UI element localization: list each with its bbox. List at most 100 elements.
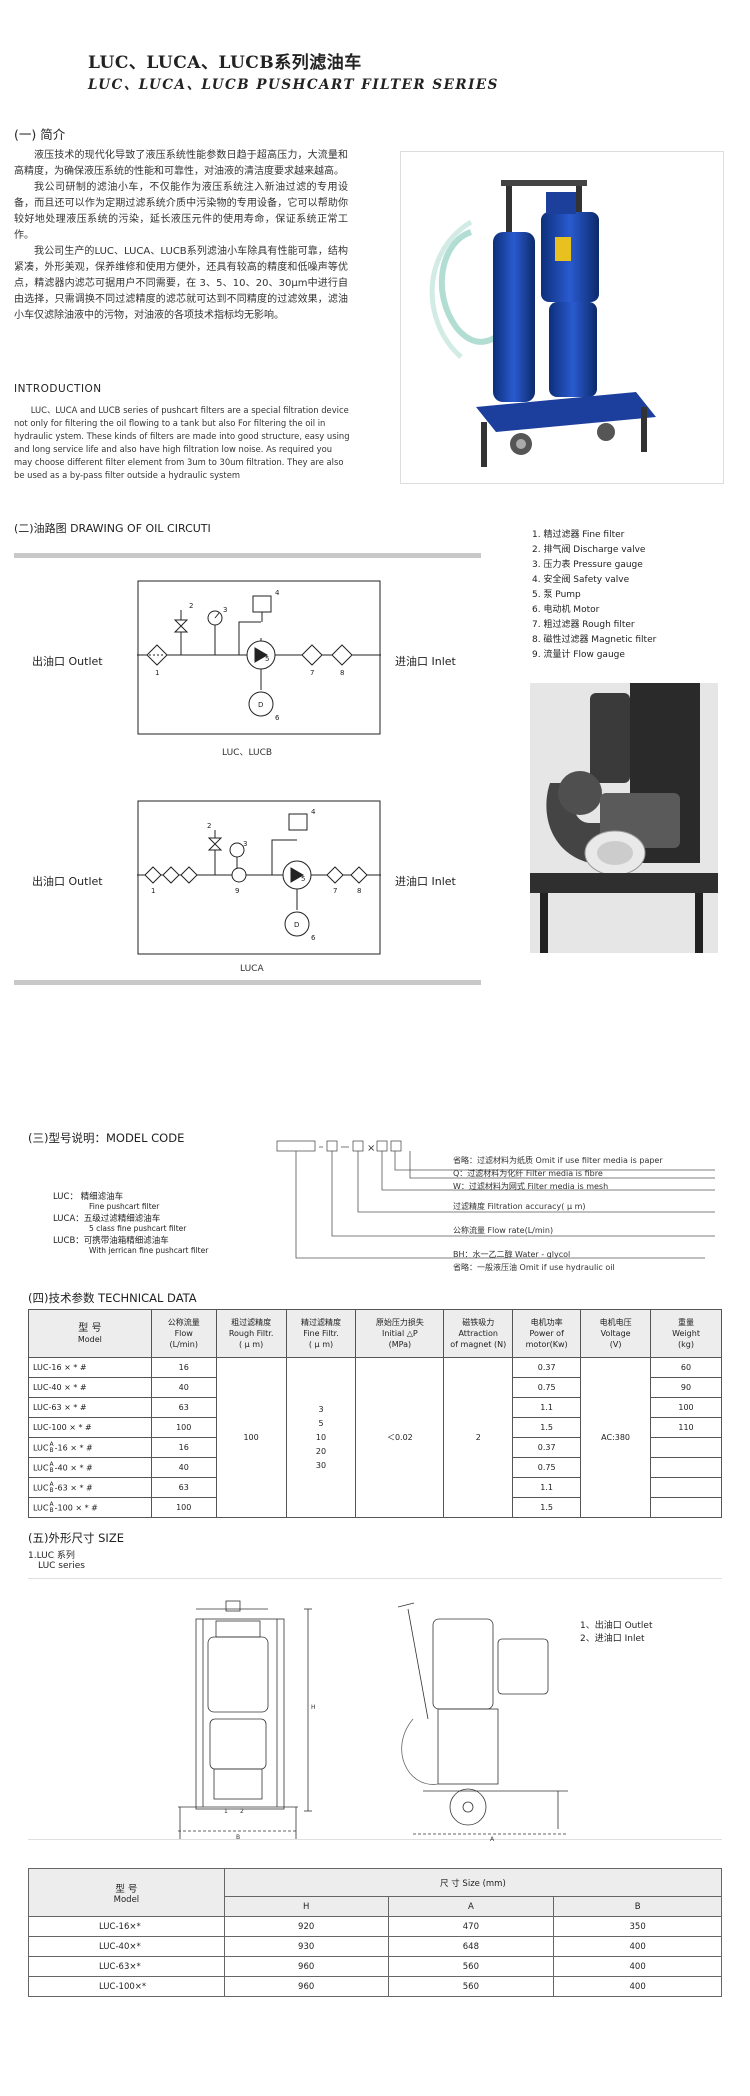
svg-text:5: 5	[301, 875, 305, 883]
divider-bar	[14, 553, 481, 558]
intro-en-text: LUC、LUCA and LUCB series of pushcart fil…	[14, 405, 350, 480]
svg-text:1: 1	[155, 669, 159, 677]
size-legend: 1、出油口 Outlet 2、进油口 Inlet	[580, 1620, 652, 1646]
size-legend-outlet: 1、出油口 Outlet	[580, 1621, 653, 1631]
power-cell: 0.37	[512, 1437, 582, 1458]
code-lucb-cn: LUCB：可携带油箱精细滤油车	[53, 1236, 169, 1246]
size-h-cell: 960	[223, 1956, 389, 1977]
legend-item: 5. 泵 Pump	[532, 590, 581, 600]
svg-text:4: 4	[275, 589, 280, 597]
tech-heading: (四)技术参数 TECHNICAL DATA	[28, 1291, 197, 1305]
size-sub1: 1.LUC 系列	[28, 1551, 75, 1561]
svg-text:D: D	[258, 701, 263, 709]
flow-cell: 40	[150, 1377, 217, 1398]
svg-text:2: 2	[240, 1808, 244, 1815]
size-b-cell: 350	[553, 1916, 722, 1937]
size-a-cell: 470	[387, 1916, 555, 1937]
size-b-cell: 400	[553, 1976, 722, 1997]
svg-text:6: 6	[311, 934, 316, 942]
model-code-diagram: ×	[276, 1140, 715, 1259]
svg-text:6: 6	[275, 714, 280, 722]
model-code-heading: (三)型号说明：MODEL CODE	[28, 1131, 185, 1145]
model-cell: LUC-63 × * #	[28, 1397, 152, 1418]
code-media-mesh: W：过滤材料为网式 Filter media is mesh	[453, 1182, 609, 1191]
code-accuracy: 过滤精度 Filtration accuracy( μ m)	[453, 1202, 586, 1211]
code-hydraulic-oil: 省略：一般液压油 Omit if use hydraulic oil	[453, 1263, 615, 1272]
svg-text:B: B	[236, 1834, 240, 1841]
svg-text:H: H	[311, 1704, 316, 1711]
weight-cell	[650, 1477, 722, 1498]
page-subtitle: LUC、LUCA、LUCB PUSHCART FILTER SERIES	[88, 77, 499, 93]
power-cell: 1.1	[512, 1397, 582, 1418]
pushcart-filter-image	[429, 180, 656, 467]
weight-cell: 110	[650, 1417, 722, 1438]
voltage-cell: AC:380	[580, 1357, 652, 1518]
weight-cell	[650, 1457, 722, 1478]
circuit-legend: 1. 精过滤器 Fine filter 2. 排气阀 Discharge val…	[532, 528, 742, 663]
legend-item: 4. 安全阀 Safety valve	[532, 575, 630, 585]
intro-paragraph: 液压技术的现代化导致了液压系统性能参数日趋于超高压力，大流量和高精度，为确保液压…	[14, 150, 348, 177]
legend-item: 6. 电动机 Motor	[532, 605, 600, 615]
intro-text: 液压技术的现代化导致了液压系统性能参数日趋于超高压力，大流量和高精度，为确保液压…	[14, 148, 348, 324]
circuit-heading: (二)油路图 DRAWING OF OIL CIRCUTI	[14, 522, 211, 535]
size-sub2: LUC series	[38, 1561, 85, 1571]
inlet-label: 进油口 Inlet	[395, 655, 456, 668]
code-luc-en: Fine pushcart filter	[89, 1202, 160, 1211]
attraction-cell: 2	[443, 1357, 514, 1518]
power-cell: 1.1	[512, 1477, 582, 1498]
svg-text:A: A	[490, 1836, 495, 1841]
size-col-h: H	[223, 1896, 389, 1917]
model-code-legend: LUC： 精细滤油车 Fine pushcart filter LUCA：五级过…	[53, 1190, 263, 1255]
diagram-caption-luca: LUCA	[240, 964, 264, 974]
size-b-cell: 400	[553, 1936, 722, 1957]
svg-text:8: 8	[357, 887, 361, 895]
size-drawing-area: H B A 1 2	[28, 1578, 722, 1843]
size-h-cell: 930	[223, 1936, 389, 1957]
intro-en-heading: INTRODUCTION	[14, 383, 102, 395]
code-water-glycol: BH：水一乙二醇 Water - glycol	[453, 1250, 571, 1259]
flow-cell: 63	[150, 1477, 217, 1498]
weight-cell: 90	[650, 1377, 722, 1398]
intro-paragraph: 我公司研制的滤油小车，不仅能作为液压系统注入新油过滤的专用设备，而且还可以作为定…	[14, 182, 348, 241]
svg-text:×: ×	[367, 1143, 375, 1154]
size-model-cell: LUC-40×*	[28, 1936, 225, 1957]
divider-bar	[14, 980, 481, 985]
flow-cell: 63	[150, 1397, 217, 1418]
flow-cell: 16	[150, 1437, 217, 1458]
code-luca-cn: LUCA：五级过滤精细滤油车	[53, 1214, 161, 1224]
pump-photo	[530, 683, 718, 953]
size-subheader-row: H A B	[29, 1896, 722, 1917]
svg-text:3: 3	[223, 606, 227, 614]
svg-text:7: 7	[333, 887, 337, 895]
pressure-cell: ＜0.02	[355, 1357, 445, 1518]
inlet-label-2: 进油口 Inlet	[395, 875, 456, 888]
size-model-cell: LUC-100×*	[28, 1976, 225, 1997]
legend-item: 9. 流量计 Flow gauge	[532, 650, 625, 660]
outlet-label-2: 出油口 Outlet	[32, 875, 103, 888]
size-b-cell: 400	[553, 1956, 722, 1977]
svg-text:9: 9	[235, 887, 239, 895]
pump-closeup-image	[530, 683, 718, 953]
size-model-cell: LUC-63×*	[28, 1956, 225, 1977]
flow-cell: 100	[150, 1497, 217, 1518]
code-media-paper: 省略：过滤材料为纸质 Omit if use filter media is p…	[453, 1156, 663, 1165]
code-flow: 公称流量 Flow rate(L/min)	[453, 1226, 554, 1235]
size-h-cell: 920	[223, 1916, 389, 1937]
intro-heading: (一) 简介	[14, 127, 66, 142]
